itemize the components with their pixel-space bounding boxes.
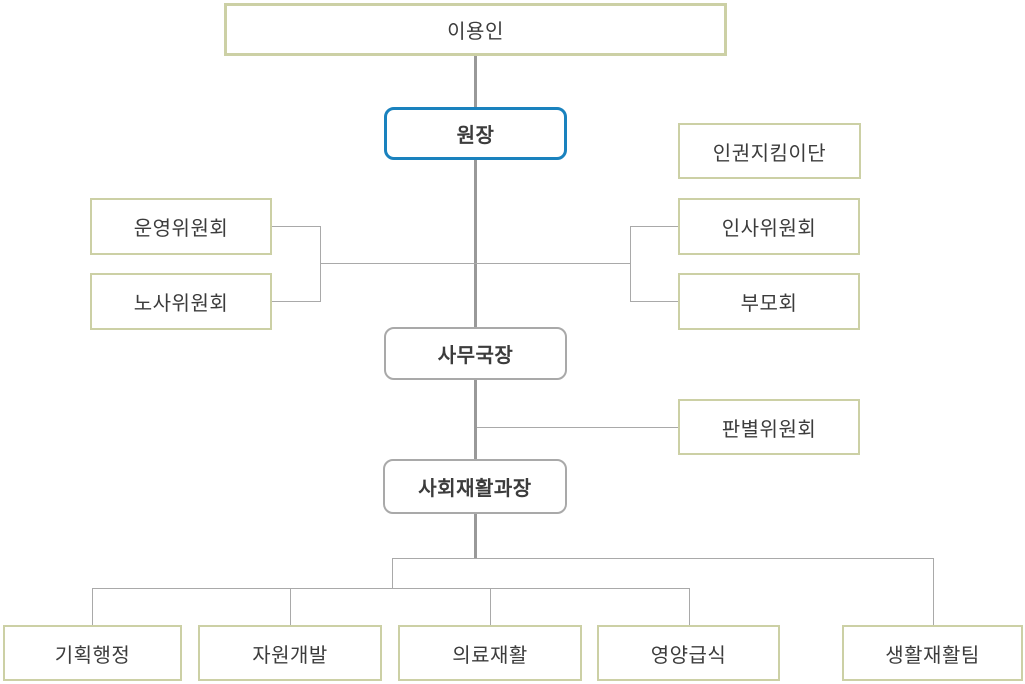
org-node-users: 이용인 [224, 3, 727, 56]
connector-screening [477, 427, 678, 428]
org-node-secretary-general: 사무국장 [384, 327, 567, 380]
trunk-secretary-rehab [474, 380, 477, 459]
stub-team-3 [490, 588, 491, 625]
org-node-labor-committee: 노사위원회 [90, 273, 272, 330]
org-node-team-living: 생활재활팀 [842, 625, 1023, 681]
org-node-team-planning: 기획행정 [3, 625, 182, 681]
stub-team-4 [689, 588, 690, 625]
trunk-director-secretary [474, 160, 477, 327]
org-node-rehab-manager: 사회재활과장 [383, 459, 567, 514]
trunk-rehab-teams [474, 514, 477, 559]
teams-upper-rail [392, 558, 934, 559]
connector-labor [272, 301, 320, 302]
connector-committees [320, 263, 630, 264]
stub-team-2 [290, 588, 291, 625]
org-node-steering-committee: 운영위원회 [90, 198, 272, 255]
org-node-personnel-committee: 인사위원회 [678, 198, 860, 255]
connector-parents [630, 301, 678, 302]
trunk-users-director [474, 56, 477, 107]
org-node-screening-committee: 판별위원회 [678, 399, 860, 455]
drop-to-lower-rail [392, 558, 393, 589]
org-node-team-medical: 의료재활 [398, 625, 582, 681]
org-node-parents-association: 부모회 [678, 273, 860, 330]
connector-steering [272, 226, 320, 227]
stub-team-5 [933, 558, 934, 625]
bracket-left [320, 226, 321, 302]
org-node-team-resource: 자원개발 [198, 625, 382, 681]
bracket-right [630, 226, 631, 302]
connector-personnel [630, 226, 678, 227]
stub-team-1 [92, 588, 93, 625]
org-node-human-rights-team: 인권지킴이단 [678, 123, 861, 179]
org-node-team-nutrition: 영양급식 [597, 625, 780, 681]
org-node-director: 원장 [384, 107, 567, 160]
teams-lower-rail [92, 588, 690, 589]
